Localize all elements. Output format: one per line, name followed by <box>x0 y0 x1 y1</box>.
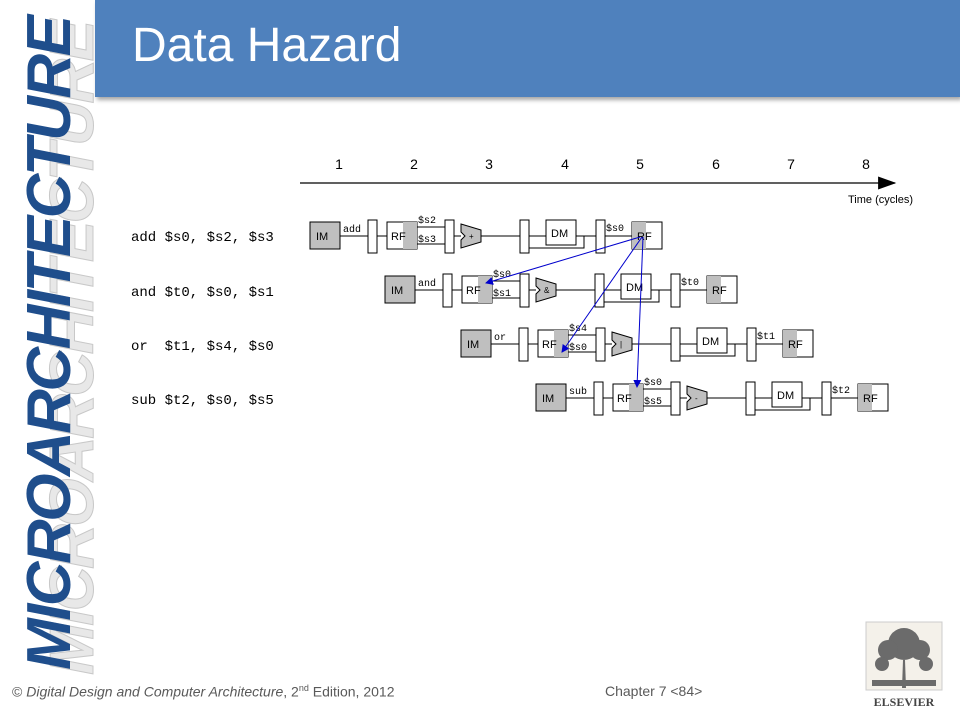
instruction-list: add $s0, $s2, $s3 and $t0, $s0, $s1 or $… <box>131 230 274 409</box>
dm-label: DM <box>702 336 719 348</box>
pipeline-row-add: IM add RF $s2 $s3 + DM $s0 RF <box>309 215 663 254</box>
im-label: IM <box>391 285 403 297</box>
src2-label: $s3 <box>418 234 436 246</box>
rf-label: RF <box>617 393 632 405</box>
edition-sup: nd <box>298 683 309 693</box>
cycle-label: 8 <box>862 156 870 172</box>
hazard-arrow-sub <box>633 236 644 388</box>
cycle-labels: 1 2 3 4 5 6 7 8 <box>335 156 870 172</box>
alu <box>611 331 633 357</box>
alu <box>535 277 557 303</box>
pipeline-row-sub: IM sub RF $s0 $s5 - DM $t2 RF <box>535 377 889 416</box>
dm-label: DM <box>777 390 794 402</box>
wb-label: $s0 <box>606 223 624 235</box>
instruction-text: add $s0, $s2, $s3 <box>131 230 274 246</box>
slide-title: Data Hazard <box>132 19 402 72</box>
pipeline-register <box>519 273 530 308</box>
edition-post: Edition, 2012 <box>308 683 395 700</box>
im-stage <box>460 329 492 358</box>
op-label: add <box>343 224 361 236</box>
copyright-text: © <box>12 683 27 700</box>
wb-label: $t1 <box>757 331 775 343</box>
dm-label: DM <box>551 228 568 240</box>
dm-stage <box>620 273 652 300</box>
src1-label: $s0 <box>644 377 662 389</box>
cycle-label: 7 <box>787 156 795 172</box>
pipeline-register <box>442 273 453 308</box>
time-axis-label: Time (cycles) <box>848 194 913 206</box>
alu-op: & <box>544 286 550 295</box>
im-label: IM <box>542 393 554 405</box>
im-stage <box>384 275 416 304</box>
rf-label: RF <box>542 339 557 351</box>
rf-label: RF <box>637 231 652 243</box>
alu <box>460 223 482 249</box>
src1-label: $s0 <box>493 269 511 281</box>
src1-label: $s2 <box>418 215 436 227</box>
pipeline-row-and: IM and RF $s0 $s1 & DM $t0 RF <box>384 269 738 308</box>
footer-book-citation: © Digital Design and Computer Architectu… <box>12 683 394 700</box>
pipeline-register <box>821 381 832 416</box>
pipeline-register <box>745 381 756 416</box>
hazard-arrows <box>485 236 644 388</box>
title-bar: Data Hazard <box>95 0 960 97</box>
pipeline-register <box>670 381 681 416</box>
im-label: IM <box>467 339 479 351</box>
op-label: sub <box>569 386 587 398</box>
src2-label: $s5 <box>644 396 662 408</box>
instruction-text: and $t0, $s0, $s1 <box>131 285 274 301</box>
hazard-arrow-or <box>561 236 643 353</box>
op-label: or <box>494 333 506 344</box>
hazard-arrow-and <box>485 236 641 285</box>
pipeline-row-or: IM or RF $s4 $s0 | DM $t1 RF <box>460 323 814 362</box>
book-title: Digital Design and Computer Architecture <box>26 683 284 700</box>
pipeline-register <box>595 327 606 362</box>
wb-label: $t0 <box>681 277 699 289</box>
alu-op: + <box>469 232 474 241</box>
pipeline-register <box>746 327 757 362</box>
src2-label: $s1 <box>493 288 511 300</box>
footer-chapter: Chapter 7 <84> <box>605 683 703 699</box>
pipeline-register <box>593 381 604 416</box>
alu-op: | <box>620 340 622 349</box>
pipeline-register <box>518 327 529 362</box>
im-stage <box>309 221 341 250</box>
dm-label: DM <box>626 282 643 294</box>
pipeline-register <box>444 219 455 254</box>
instruction-text: sub $t2, $s0, $s5 <box>131 393 274 409</box>
im-label: IM <box>316 231 328 243</box>
cycle-label: 6 <box>712 156 720 172</box>
alu <box>686 385 708 411</box>
rf-label: RF <box>863 393 878 405</box>
side-label-main: MICROARCHITECTURE <box>15 13 84 670</box>
cycle-label: 1 <box>335 156 343 172</box>
src2-label: $s0 <box>569 342 587 354</box>
elsevier-wordmark: ELSEVIER <box>874 695 935 709</box>
pipeline-register <box>670 273 681 308</box>
dm-stage <box>696 327 728 354</box>
im-stage <box>535 383 567 412</box>
wb-label: $t2 <box>832 385 850 397</box>
cycle-label: 5 <box>636 156 644 172</box>
pipeline-register <box>670 327 681 362</box>
rf-label: RF <box>788 339 803 351</box>
microarchitecture-side-label: MICROARCHITECTURE MICROARCHITECTURE <box>15 13 95 675</box>
pipeline-register <box>519 219 530 254</box>
rf-label: RF <box>391 231 406 243</box>
cycle-label: 4 <box>561 156 569 172</box>
instruction-text: or $t1, $s4, $s0 <box>131 339 274 355</box>
dm-stage <box>545 219 577 246</box>
elsevier-logo: ELSEVIER <box>865 621 943 709</box>
dm-stage <box>771 381 803 408</box>
pipeline-register <box>367 219 378 254</box>
cycle-label: 3 <box>485 156 493 172</box>
edition-pre: , 2 <box>283 683 299 700</box>
alu-op: - <box>695 394 698 403</box>
op-label: and <box>418 278 436 290</box>
rf-label: RF <box>712 285 727 297</box>
rf-label: RF <box>466 285 481 297</box>
cycle-label: 2 <box>410 156 418 172</box>
side-label-shadow: MICROARCHITECTURE <box>38 18 95 675</box>
